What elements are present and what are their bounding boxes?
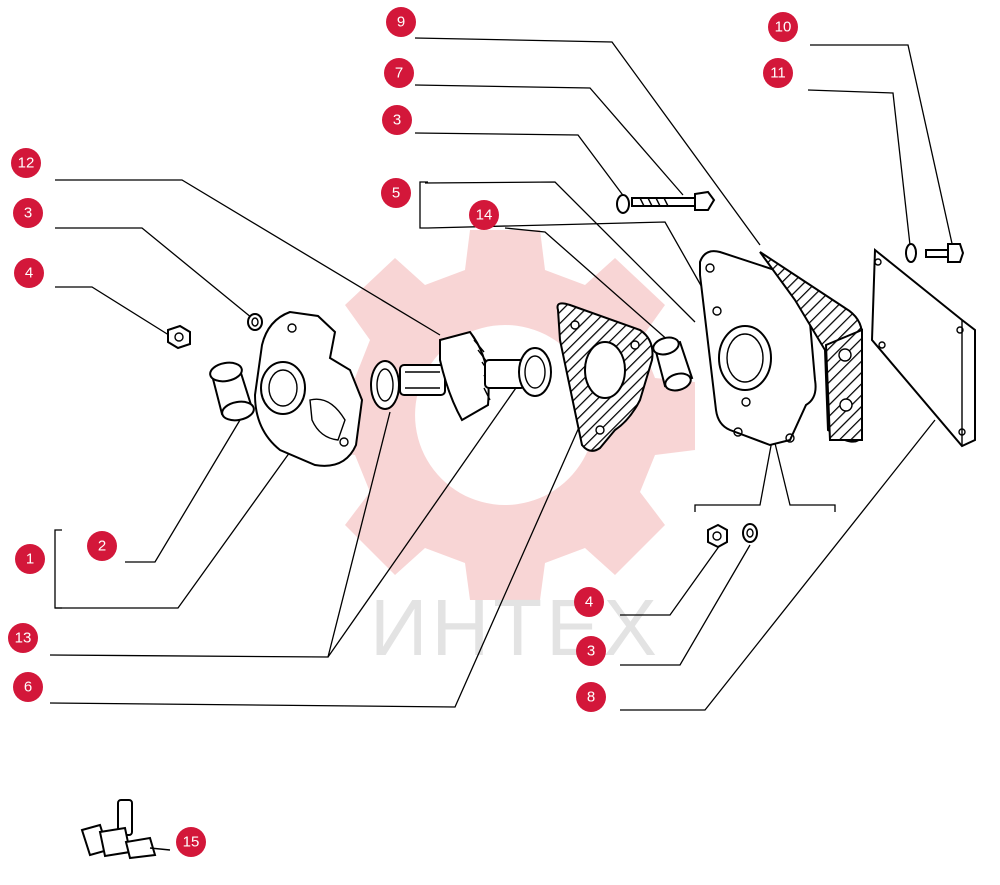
callout-2: 2 xyxy=(87,531,117,561)
callout-13: 13 xyxy=(8,623,38,653)
watermark: ИНТЕХ xyxy=(315,230,695,672)
callout-6: 6 xyxy=(13,672,43,702)
callout-4a: 4 xyxy=(14,258,44,288)
callout-3a-label: 3 xyxy=(393,112,401,129)
leader-1 xyxy=(55,444,296,609)
leader-5 xyxy=(424,181,696,323)
callout-6-label: 6 xyxy=(24,679,32,696)
nut-4-right xyxy=(707,523,728,549)
housing-1 xyxy=(253,310,364,467)
leader-11 xyxy=(807,89,911,246)
gasket-6 xyxy=(556,302,654,452)
callout-15: 15 xyxy=(176,827,206,857)
leader-3c xyxy=(620,544,751,666)
parts xyxy=(80,190,976,860)
kit-15 xyxy=(80,799,171,860)
washer-11 xyxy=(905,243,917,263)
callout-3b-label: 3 xyxy=(24,205,32,222)
leader-10 xyxy=(810,44,954,249)
callout-12: 12 xyxy=(11,148,41,178)
leader-9 xyxy=(414,37,761,246)
leader-2 xyxy=(125,419,241,563)
watermark-gear-logo xyxy=(315,230,695,600)
gear-shaft-12 xyxy=(399,330,526,422)
callout-7-label: 7 xyxy=(395,65,403,82)
leader-5-lower xyxy=(427,221,713,306)
leader-1-bracket xyxy=(54,529,62,609)
callout-2-label: 2 xyxy=(98,538,106,555)
leader-3b xyxy=(55,227,253,319)
callout-14: 14 xyxy=(469,200,499,230)
leader-7 xyxy=(414,84,684,196)
leader-bracket-right xyxy=(694,434,836,512)
ring-13-right xyxy=(518,347,552,397)
gasket-9 xyxy=(759,251,863,443)
leader-14 xyxy=(504,227,671,343)
leader-4a xyxy=(55,286,173,338)
callout-3a: 3 xyxy=(382,105,412,135)
callout-4b: 4 xyxy=(574,587,604,617)
bolt-7 xyxy=(631,190,716,211)
washer-3-left xyxy=(247,313,263,331)
leader-13b xyxy=(327,384,519,658)
callout-7: 7 xyxy=(384,58,414,88)
cover-plate-8 xyxy=(870,247,976,448)
bushing-14 xyxy=(652,336,694,392)
callout-8-label: 8 xyxy=(587,689,595,706)
leader-lines xyxy=(49,37,954,711)
callout-10-label: 10 xyxy=(775,19,792,36)
leader-4b xyxy=(620,544,721,616)
watermark-text: ИНТЕХ xyxy=(370,583,661,672)
callout-10: 10 xyxy=(768,12,798,42)
nut-4-left xyxy=(167,324,191,350)
washer-3-top xyxy=(616,194,630,214)
callout-9: 9 xyxy=(386,7,416,37)
callouts: 9 10 11 7 3 5 14 12 xyxy=(8,7,798,857)
callout-9-label: 9 xyxy=(397,14,405,31)
callout-12-label: 12 xyxy=(18,155,35,172)
callout-5-label: 5 xyxy=(392,185,400,202)
callout-13-label: 13 xyxy=(15,630,32,647)
bushing-2 xyxy=(209,361,255,422)
callout-8: 8 xyxy=(576,682,606,712)
callout-5: 5 xyxy=(381,178,411,208)
callout-11: 11 xyxy=(763,58,793,88)
watermark-gear-shape xyxy=(315,230,695,600)
callout-3b: 3 xyxy=(13,198,43,228)
leader-5-bracket xyxy=(419,181,428,229)
callout-4b-label: 4 xyxy=(585,594,593,611)
leader-8 xyxy=(620,419,936,711)
callout-4a-label: 4 xyxy=(25,265,33,282)
leader-3a xyxy=(414,132,626,199)
callout-3c-label: 3 xyxy=(587,643,595,660)
callout-15-label: 15 xyxy=(183,834,200,851)
callout-3c: 3 xyxy=(576,636,606,666)
ring-13-left xyxy=(370,360,400,410)
washer-3-right xyxy=(742,523,758,543)
leader-12 xyxy=(55,179,441,336)
callout-14-label: 14 xyxy=(476,207,493,224)
leader-6 xyxy=(49,424,581,708)
callout-1: 1 xyxy=(15,544,45,574)
cover-housing-5 xyxy=(699,250,817,447)
callout-11-label: 11 xyxy=(770,65,786,82)
callout-1-label: 1 xyxy=(26,551,34,568)
screw-10 xyxy=(925,243,965,263)
